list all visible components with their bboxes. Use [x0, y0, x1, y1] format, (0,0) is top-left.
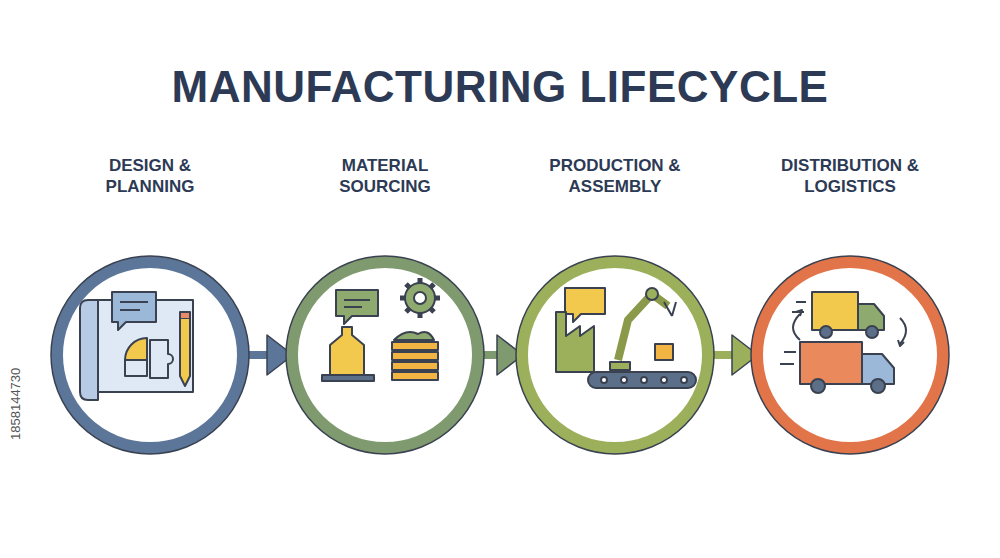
circle-outline — [750, 255, 950, 455]
sourcing-icon — [322, 278, 440, 381]
stage-circle: MATERIAL SOURCING — [285, 255, 485, 455]
watermark-id: 1858144730 — [8, 368, 23, 440]
stage-heading: DISTRIBUTION & LOGISTICS — [765, 155, 935, 198]
circle-outline — [515, 255, 715, 455]
stage-circle: PRODUCTION & ASSEMBLY — [515, 255, 715, 455]
stage-heading: PRODUCTION & ASSEMBLY — [530, 155, 700, 198]
stage-heading: DESIGN & PLANNING — [65, 155, 235, 198]
circle-outline — [285, 255, 485, 455]
diagram-title: MANUFACTURING LIFECYCLE — [0, 62, 1000, 112]
blueprint-icon — [80, 292, 193, 400]
stage-circle: DISTRIBUTION & LOGISTICS — [750, 255, 950, 455]
trucks-icon — [780, 292, 906, 393]
production-icon — [556, 288, 696, 388]
circle-outline — [50, 255, 250, 455]
stage-circle: DESIGN & PLANNING — [50, 255, 250, 455]
stage-heading: MATERIAL SOURCING — [300, 155, 470, 198]
